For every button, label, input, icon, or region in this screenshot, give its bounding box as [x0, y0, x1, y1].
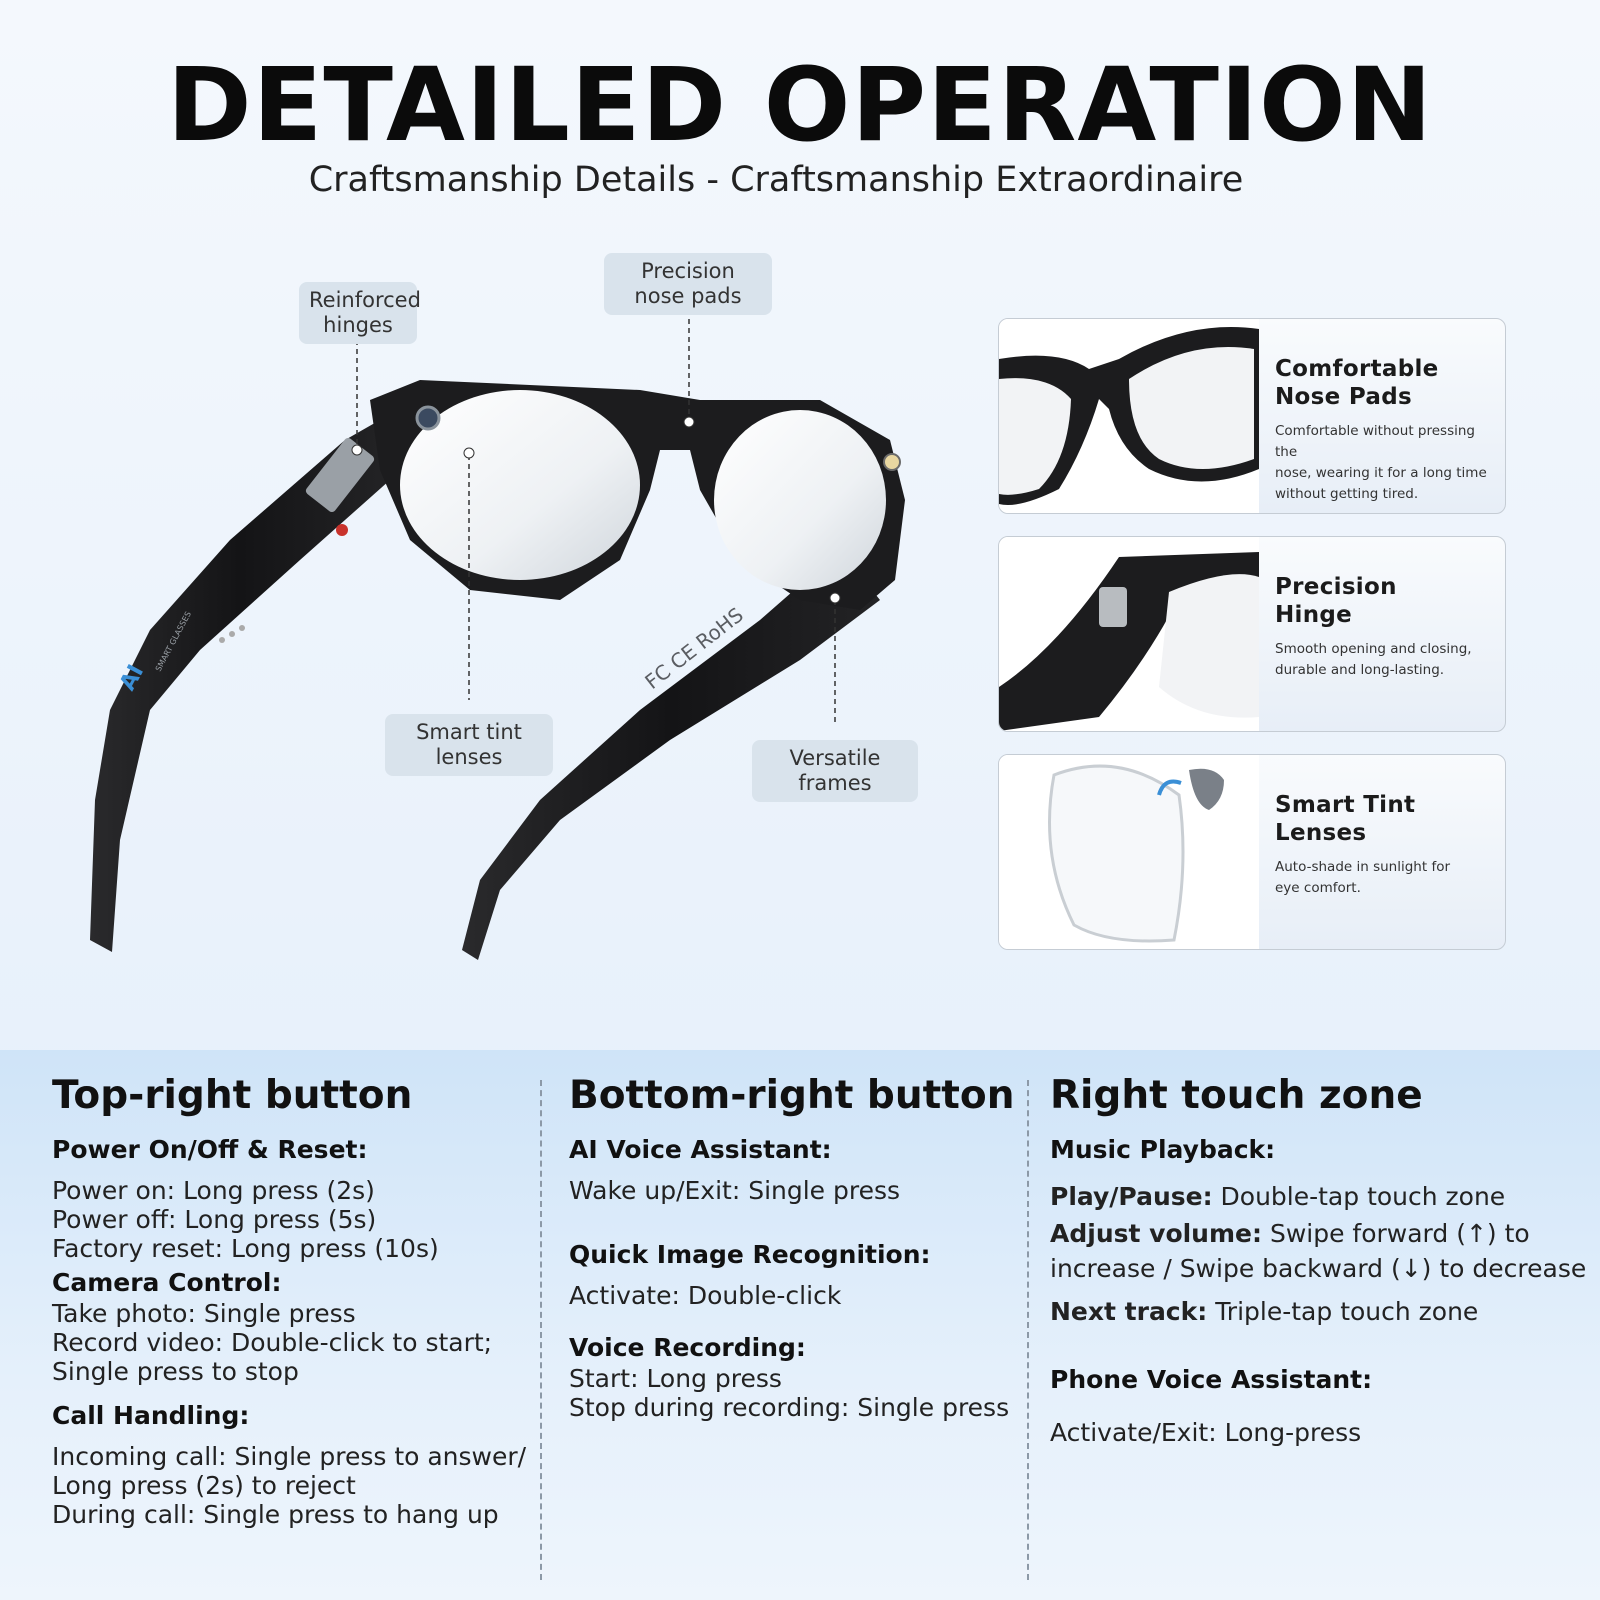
callout-reinforced-hinges: Reinforced hinges: [299, 282, 421, 344]
next-track-line: Next track: Triple-tap touch zone: [1050, 1297, 1590, 1326]
column-top-right-button: Top-right button Power On/Off & Reset: P…: [52, 1072, 532, 1529]
section-title: Music Playback:: [1050, 1135, 1276, 1164]
card-desc-line1: Auto-shade in sunlight for: [1275, 859, 1451, 875]
instruction-label: Next track:: [1050, 1297, 1208, 1326]
hinge-image: [999, 537, 1259, 731]
instruction-line: Stop during recording: Single press: [569, 1393, 1010, 1422]
instruction-line: Single press to stop: [52, 1357, 299, 1386]
card-title-line1: Comfortable: [1275, 356, 1439, 382]
instruction-label: Play/Pause:: [1050, 1182, 1213, 1211]
page-title: DETAILED OPERATION: [166, 46, 1434, 165]
instruction-line: Wake up/Exit: Single press: [569, 1176, 901, 1205]
instruction-line: Start: Long press: [569, 1364, 782, 1393]
instruction-line: Power on: Long press (2s): [52, 1176, 375, 1205]
column-bottom-right-button: Bottom-right button AI Voice Assistant: …: [569, 1072, 1019, 1422]
glasses-hero: AI SMART GLASSES FC CE RoHS Reinforced h…: [0, 240, 960, 1000]
instruction-label: Adjust volume:: [1050, 1219, 1262, 1248]
column-heading: Bottom-right button: [569, 1073, 1015, 1118]
section-title: Camera Control:: [52, 1268, 282, 1297]
page-subtitle: Craftsmanship Details - Craftsmanship Ex…: [308, 160, 1244, 200]
column-heading: Top-right button: [52, 1073, 413, 1118]
card-desc-line1: Comfortable without pressing the: [1275, 423, 1475, 460]
instruction-text: Swipe forward (↑) to: [1262, 1219, 1530, 1248]
instruction-line: Factory reset: Long press (10s): [52, 1234, 439, 1263]
nose-pads-image: [999, 319, 1259, 513]
card-title-line1: Precision: [1275, 574, 1397, 600]
instruction-line: Record video: Double-click to start;: [52, 1328, 493, 1357]
card-desc-line3: without getting tired.: [1275, 486, 1419, 502]
card-desc-line2: eye comfort.: [1275, 880, 1361, 896]
instruction-line: Incoming call: Single press to answer/: [52, 1442, 527, 1471]
card-title-line2: Nose Pads: [1275, 384, 1412, 410]
column-divider: [1027, 1080, 1029, 1580]
card-desc-line1: Smooth opening and closing,: [1275, 641, 1472, 657]
card-title-line2: Lenses: [1275, 820, 1367, 846]
instruction-line: Long press (2s) to reject: [52, 1471, 356, 1500]
section-title: Power On/Off & Reset:: [52, 1135, 368, 1164]
callout-versatile-frames: Versatile frames: [752, 740, 918, 802]
play-pause-line: Play/Pause: Double-tap touch zone: [1050, 1182, 1590, 1211]
instruction-line: During call: Single press to hang up: [52, 1500, 499, 1529]
column-heading: Right touch zone: [1050, 1073, 1423, 1118]
card-desc-line2: durable and long-lasting.: [1275, 662, 1445, 678]
smart-glasses-illustration: AI SMART GLASSES FC CE RoHS: [90, 310, 905, 960]
section-title: Phone Voice Assistant:: [1050, 1365, 1373, 1394]
adjust-volume-line: Adjust volume: Swipe forward (↑) to: [1050, 1219, 1590, 1248]
card-desc-line2: nose, wearing it for a long time: [1275, 465, 1487, 481]
section-title: Quick Image Recognition:: [569, 1240, 931, 1269]
callout-precision-nose-pads: Precision nose pads: [604, 253, 772, 315]
card-title-line2: Hinge: [1275, 602, 1353, 628]
column-divider: [540, 1080, 542, 1580]
section-title: Voice Recording:: [569, 1333, 806, 1362]
section-title: AI Voice Assistant:: [569, 1135, 832, 1164]
instruction-text: Double-tap touch zone: [1212, 1182, 1506, 1211]
instruction-line: Activate: Double-click: [569, 1281, 842, 1310]
tint-lens-image: [999, 755, 1259, 949]
column-right-touch-zone: Right touch zone Music Playback: Play/Pa…: [1050, 1072, 1590, 1447]
callout-smart-tint-lenses: Smart tint lenses: [385, 714, 553, 776]
instruction-line: Take photo: Single press: [52, 1299, 356, 1328]
adjust-volume-continuation: increase / Swipe backward (↓) to decreas…: [1050, 1254, 1587, 1283]
section-title: Call Handling:: [52, 1401, 250, 1430]
instruction-line: Power off: Long press (5s): [52, 1205, 377, 1234]
operation-panel: Top-right button Power On/Off & Reset: P…: [0, 1050, 1600, 1600]
instruction-line: Activate/Exit: Long-press: [1050, 1418, 1362, 1447]
card-title-line1: Smart Tint: [1275, 792, 1416, 818]
instruction-text: Triple-tap touch zone: [1207, 1297, 1479, 1326]
